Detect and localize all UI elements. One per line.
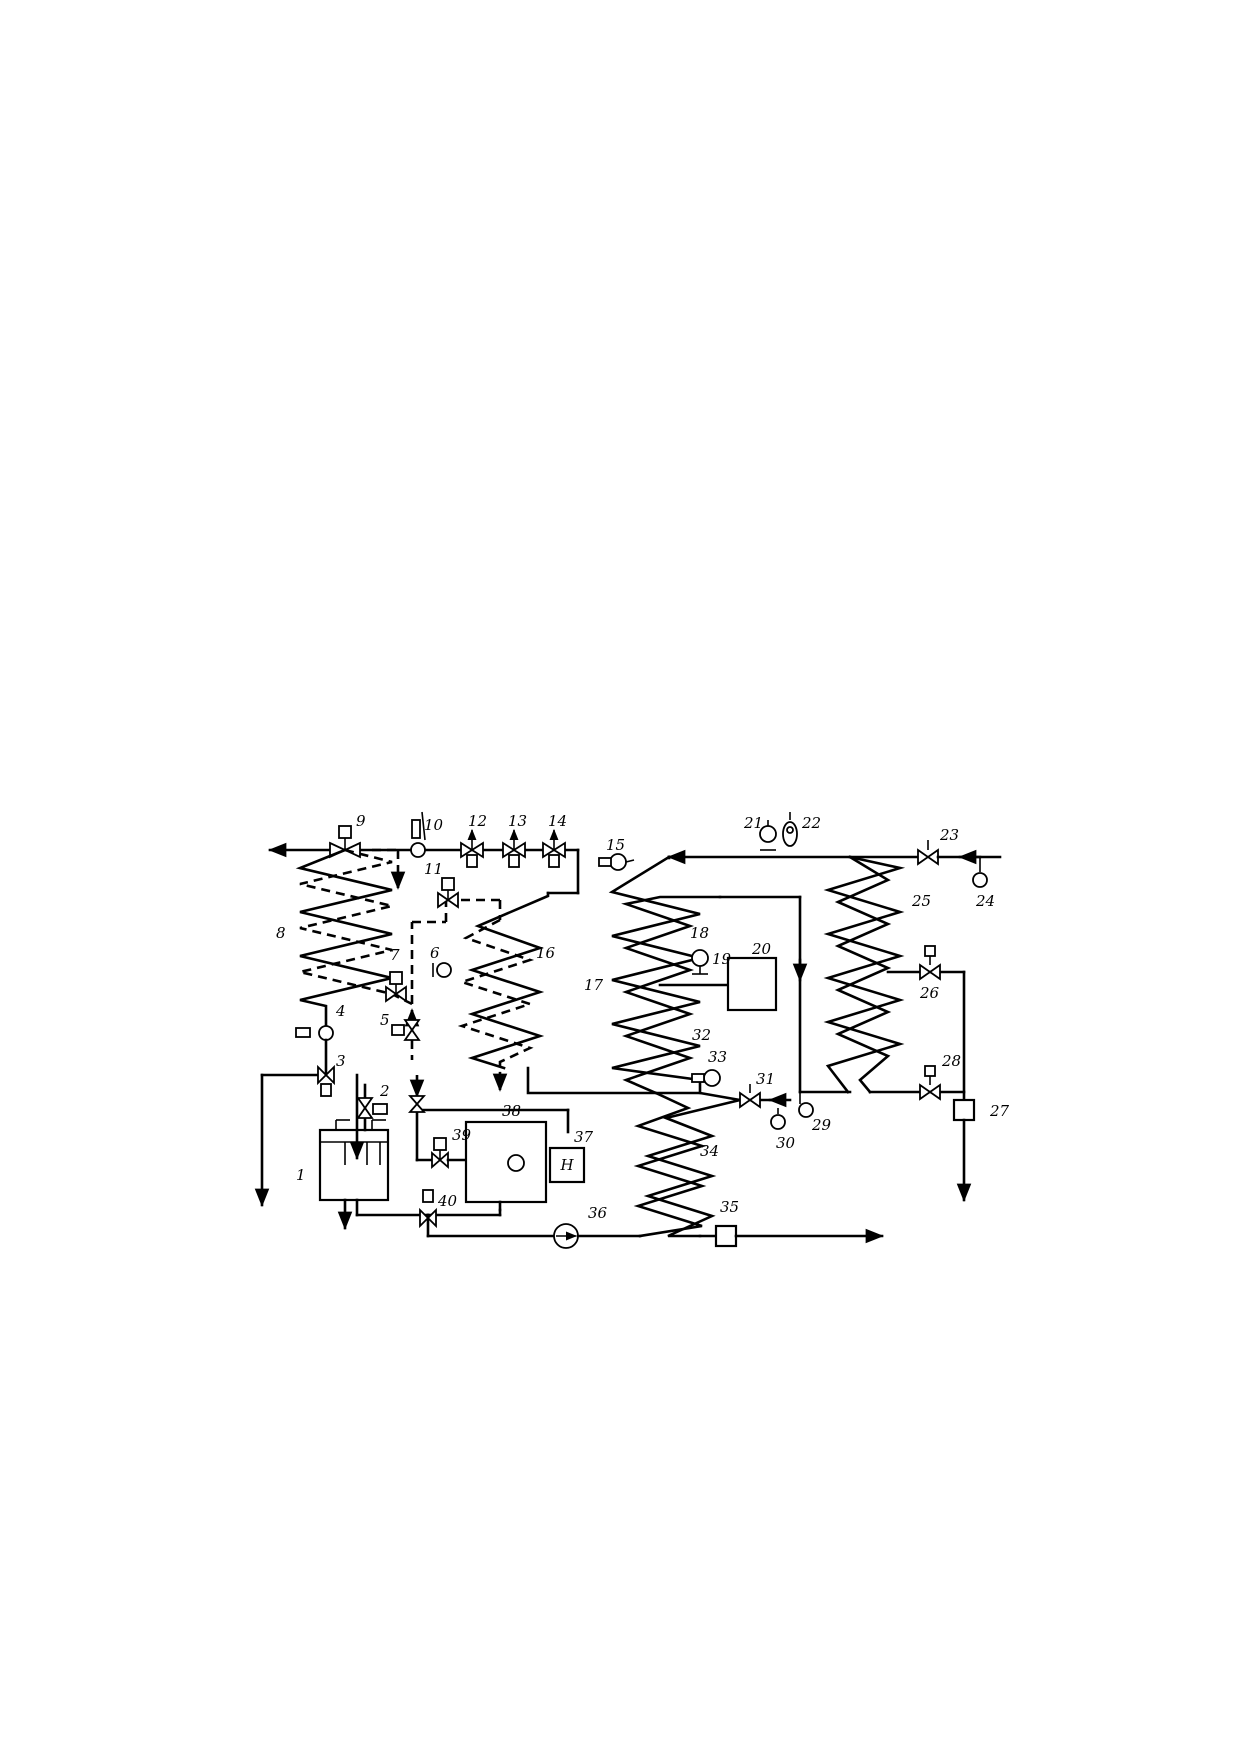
valve-7 [385,971,407,1003]
valve-26 [919,945,941,981]
label-5: 5 [380,1011,390,1029]
label-15: 15 [606,836,625,854]
label-36: 36 [588,1204,608,1222]
label-20: 20 [751,940,772,958]
device-37-text: H [559,1156,574,1174]
instrument-29 [798,1092,814,1118]
labels: 1 2 3 4 5 6 7 8 9 10 11 12 13 14 15 16 1… [276,812,1010,1222]
label-34: 34 [700,1142,719,1160]
label-39: 39 [452,1126,472,1144]
label-22: 22 [801,814,821,832]
valve-12 [460,828,484,868]
label-32: 32 [692,1026,711,1044]
heat-exchanger-25 [798,855,966,1094]
label-1: 1 [296,1166,306,1184]
label-18: 18 [690,924,709,942]
label-35: 35 [720,1198,739,1216]
label-17: 17 [584,976,604,994]
label-38: 38 [502,1102,521,1120]
label-13: 13 [508,812,527,830]
label-40: 40 [437,1192,458,1210]
valve-2 [356,1083,388,1132]
valve-28 [919,1065,941,1101]
valve-5 [391,1019,421,1041]
heat-exchanger-8 [295,848,413,1028]
valve-9 [329,825,361,859]
label-27: 27 [989,1102,1010,1120]
label-25: 25 [911,892,931,910]
label-30: 30 [776,1134,796,1152]
box-35 [698,1224,884,1248]
instrument-19 [691,949,709,975]
valve-3 [254,1038,335,1207]
label-11: 11 [424,860,443,878]
label-10: 10 [424,816,444,834]
instrument-33 [691,1069,721,1087]
label-28: 28 [941,1052,961,1070]
instrument-6 [432,962,452,978]
label-33: 33 [708,1048,727,1066]
label-31: 31 [756,1070,775,1088]
label-16: 16 [536,944,556,962]
label-24: 24 [975,892,995,910]
heat-exchanger-17-18 [526,849,852,1095]
instrument-15 [598,853,635,871]
instrument-30 [770,1108,786,1130]
label-12: 12 [468,812,487,830]
tank-1 [318,1073,430,1230]
label-6: 6 [430,944,440,962]
valve-13 [502,828,526,868]
label-29: 29 [811,1116,832,1134]
label-7: 7 [390,946,400,964]
label-26: 26 [919,984,940,1002]
instrument-21 [759,820,777,851]
box-20 [726,956,778,1012]
pump-36 [553,1223,642,1249]
heat-exchanger-16 [457,891,550,1092]
label-23: 23 [939,826,959,844]
valve-23 [917,840,1002,866]
label-3: 3 [336,1052,346,1070]
instrument-10 [410,811,426,858]
label-4: 4 [335,1002,346,1020]
instrument-22 [782,812,798,847]
label-9: 9 [356,812,366,830]
instrument-24 [972,857,988,888]
valve-40 [419,1189,558,1238]
label-37: 37 [574,1128,594,1146]
box-27 [952,970,976,1202]
label-14: 14 [548,812,567,830]
valve-39 [431,1137,468,1169]
instrument-4 [295,1025,334,1041]
label-21: 21 [743,814,763,832]
label-2: 2 [379,1082,390,1100]
controller-37: H [548,1146,586,1184]
label-19: 19 [712,950,732,968]
valve-11 [437,877,459,909]
label-8: 8 [276,924,286,942]
valve-31 [739,1084,792,1109]
heater-38 [464,1120,548,1212]
valve-14 [542,828,566,868]
